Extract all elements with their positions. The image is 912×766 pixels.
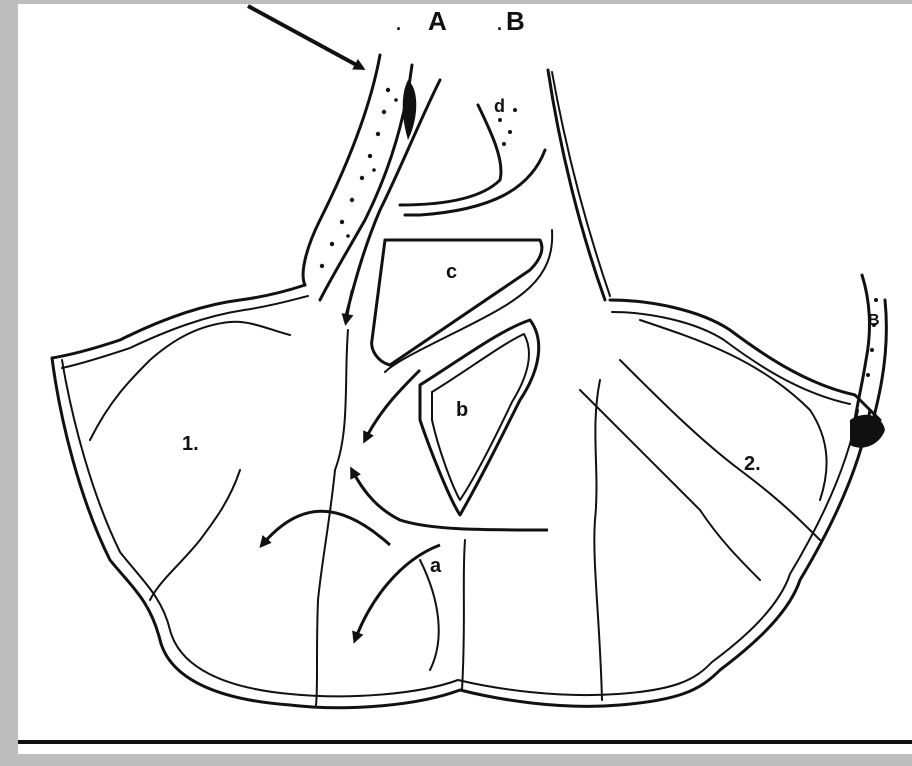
flow-arrow-top [346, 290, 352, 322]
vessel-wedge [403, 80, 417, 140]
label-region-1: 1. [182, 433, 199, 455]
upper-border-left [52, 285, 305, 358]
lobule-right-wave2 [620, 360, 820, 540]
label-vessel-b: B [868, 312, 880, 329]
label-chamber-a: a [430, 555, 442, 577]
upper-border-left-inner [62, 296, 308, 368]
upper-border-right [610, 300, 870, 410]
chamber-c-outline [372, 240, 542, 365]
upper-border-right-inner [612, 312, 850, 404]
label-chamber-d: d [494, 96, 505, 116]
chamber-b-outline [420, 320, 539, 515]
label-top-dot: . [396, 14, 401, 34]
flow-arrow-down [355, 545, 440, 640]
central-channel-b-line [552, 72, 610, 296]
midline-center [462, 540, 465, 690]
lobule-right-wave [580, 390, 760, 580]
midline-left [316, 330, 348, 705]
entry-arrow [248, 6, 362, 68]
left-lumen [345, 80, 440, 320]
label-top-dot2: . [497, 14, 502, 34]
chamber-d-outline [400, 105, 501, 205]
label-region-2: 2. [744, 453, 761, 475]
midline-right [594, 380, 602, 700]
label-chamber-c: c [446, 261, 457, 283]
label-chamber-b: b [456, 399, 468, 421]
lobule-left-wave [150, 470, 240, 600]
left-vessel-inner [320, 65, 412, 300]
bottom-rule [18, 740, 912, 744]
left-vessel-outer [303, 55, 380, 285]
flow-arrow-c [365, 370, 420, 440]
label-b: B [506, 6, 525, 36]
label-a: A [428, 6, 447, 36]
